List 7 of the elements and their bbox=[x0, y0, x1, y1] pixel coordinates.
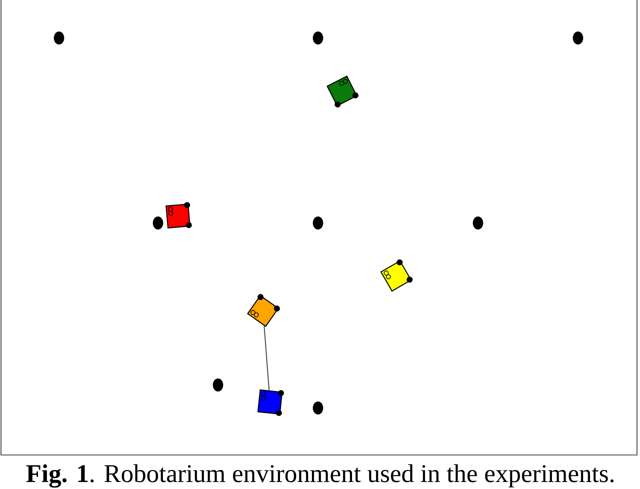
connecting-line bbox=[264, 325, 270, 391]
robot bbox=[326, 76, 358, 108]
caption: Fig. 1. Robotarium environment used in the experiments. bbox=[26, 464, 614, 488]
robot bbox=[166, 202, 192, 228]
robot bbox=[257, 389, 284, 416]
robot bbox=[246, 294, 280, 327]
robot bbox=[380, 259, 413, 292]
